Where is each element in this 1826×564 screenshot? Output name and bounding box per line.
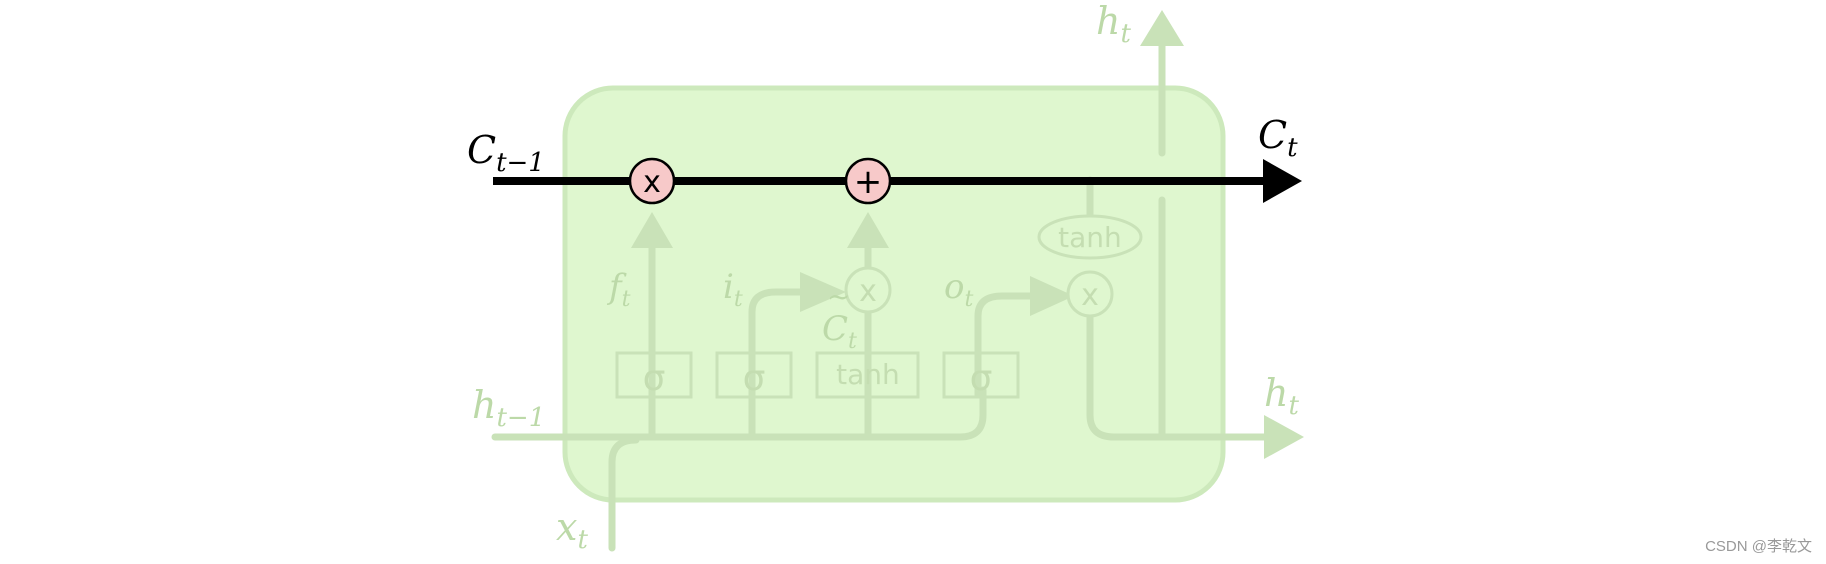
candidate-arrowhead <box>847 212 889 248</box>
faded-arrowheads <box>631 10 1304 459</box>
sigma-layer-2-box <box>715 351 793 399</box>
cell-state-labels: Ct−1 Ct <box>467 113 1298 178</box>
h-out-top-arrowhead <box>1140 10 1184 46</box>
cell-state-ops: x + <box>628 157 892 205</box>
i-t-label: it <box>723 267 743 312</box>
input-gate-arrowhead <box>800 272 846 312</box>
c-tilde-accent: ~ <box>827 280 850 313</box>
tanh-layer-label: tanh <box>836 358 900 391</box>
input-multiply-label: x <box>859 274 877 309</box>
watermark-text: CSDN @李乾文 <box>1705 538 1812 555</box>
h-t-top-label: ht <box>1096 0 1131 49</box>
input-multiply-op <box>844 266 892 314</box>
io-labels-faded: ht−1 xt ht ht <box>472 0 1299 555</box>
forget-gate-arrowhead <box>631 212 673 248</box>
cell-tanh-label: tanh <box>1058 221 1122 254</box>
sigma-layer-2-label: σ <box>743 358 766 399</box>
neural-layer-labels: σ σ tanh σ <box>643 358 993 399</box>
output-multiply-label: x <box>1081 278 1099 313</box>
output-path-lower <box>1086 312 1154 441</box>
forget-multiply-label: x <box>643 165 661 200</box>
cell-add-label: + <box>854 162 883 202</box>
cell-state-arrowhead <box>1263 159 1302 203</box>
c-tilde-label: Ct <box>822 309 857 354</box>
h-out-right-arrowhead <box>1264 415 1304 459</box>
h-prev-label: ht−1 <box>472 383 545 433</box>
x-t-label: xt <box>556 505 588 555</box>
forget-multiply-op <box>628 157 676 205</box>
sigma-layer-3-label: σ <box>970 358 993 399</box>
faded-op-labels: x x tanh <box>859 221 1122 313</box>
o-t-label: ot <box>944 267 973 312</box>
sigma-layer-1-box <box>615 351 693 399</box>
tanh-layer-box <box>815 351 920 399</box>
input-gate-stem <box>748 288 804 441</box>
output-gate-stem <box>974 292 1034 399</box>
output-gate-arrowhead <box>1030 276 1074 316</box>
sigma-layer-3-box <box>942 351 1020 399</box>
h-prev-line <box>491 386 987 441</box>
x-input-line <box>608 436 640 552</box>
output-multiply-op <box>1066 270 1114 318</box>
cell-tanh-op <box>1037 214 1143 260</box>
c-prev-label: Ct−1 <box>467 128 545 178</box>
faded-pathways <box>491 41 1274 552</box>
sigma-layer-1-label: σ <box>643 358 666 399</box>
c-t-label: Ct <box>1258 113 1298 163</box>
h-t-right-label: ht <box>1264 371 1299 421</box>
faded-ops <box>844 214 1143 318</box>
cell-add-op <box>844 157 892 205</box>
neural-layers <box>615 351 1020 399</box>
